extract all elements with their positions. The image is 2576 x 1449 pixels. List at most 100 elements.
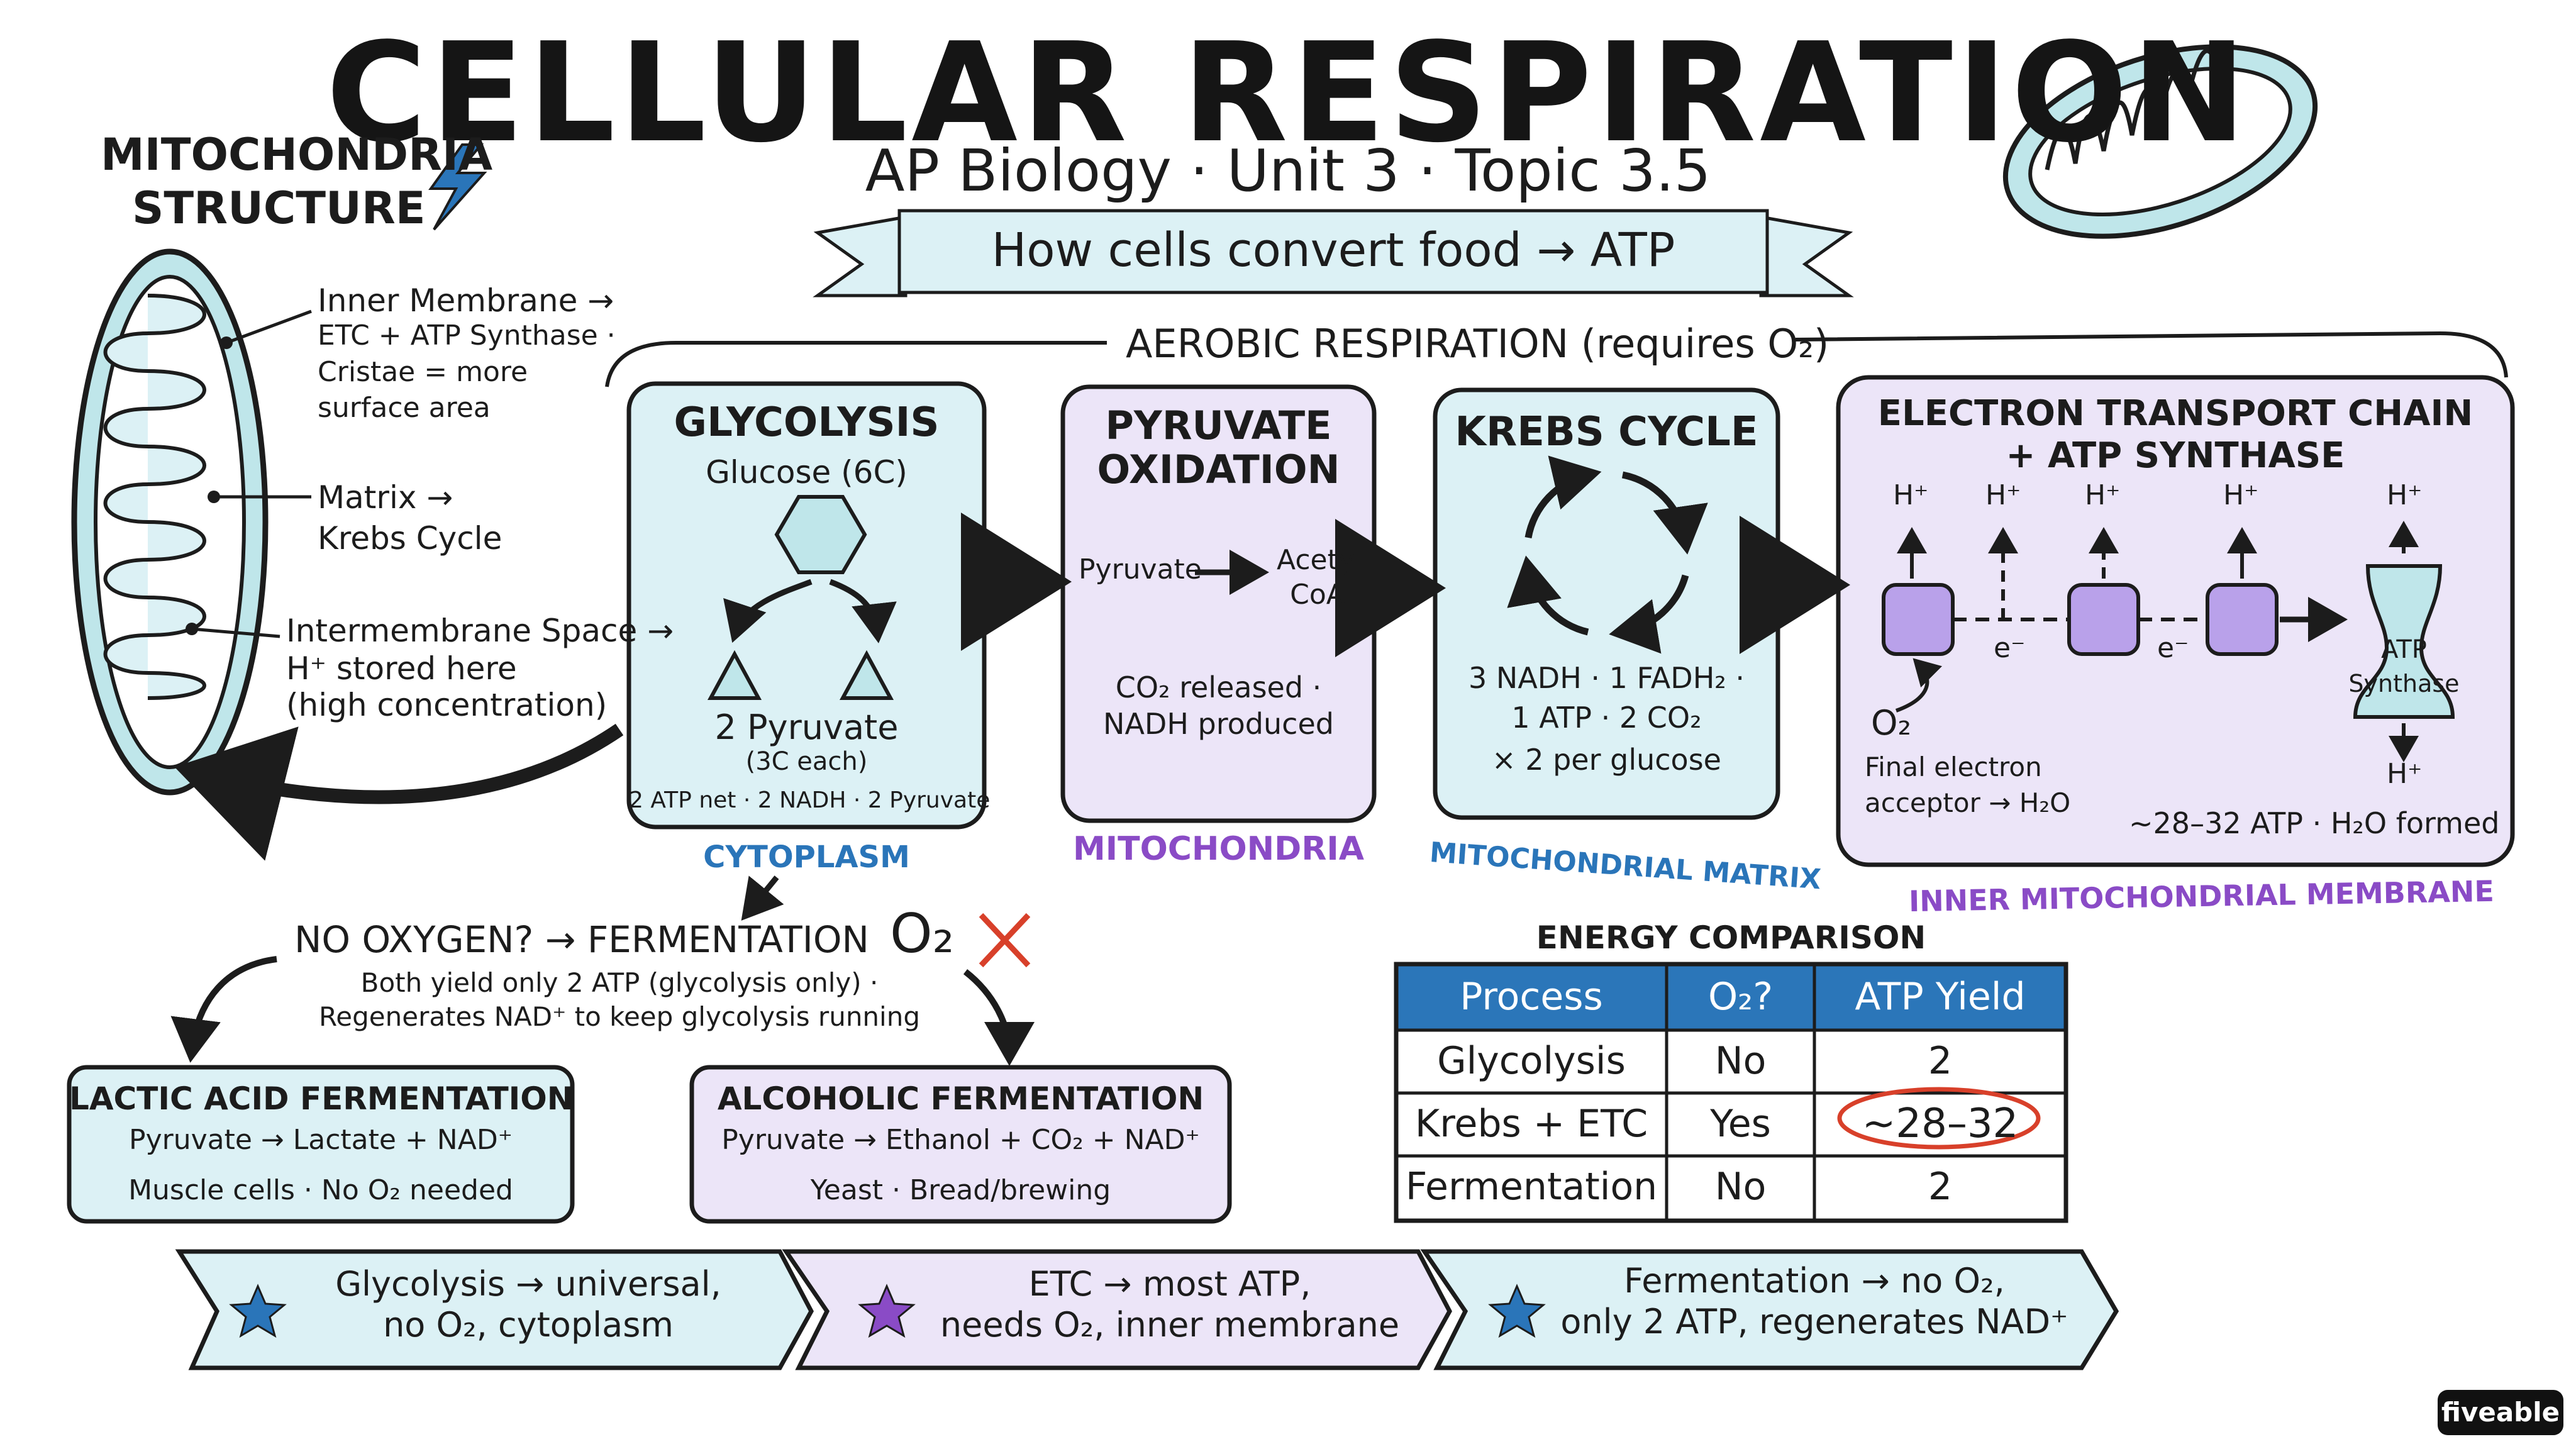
lactic-note: Muscle cells · No O₂ needed (128, 1174, 513, 1206)
oxidation-note-1: CO₂ released · (1115, 670, 1322, 704)
glycolysis-molecules (707, 495, 897, 700)
proton-label: H⁺ (1893, 479, 1929, 511)
arrow-to-mitochondrion (174, 723, 624, 861)
mitochondria-label: MITOCHONDRIA (1073, 830, 1364, 868)
proton-label: H⁺ (2223, 479, 2259, 511)
summary-ribbon-2 (782, 1249, 1452, 1370)
table-cell: No (1714, 1165, 1767, 1209)
table-header-o2: O₂? (1707, 975, 1774, 1019)
o2-crossed-label: O₂ (890, 902, 955, 965)
acceptor-line-1: Final electron (1865, 752, 2042, 782)
mito-title-line2: STRUCTURE (132, 182, 426, 234)
arrow-to-alcoholic (963, 969, 1035, 1066)
lactic-equation: Pyruvate → Lactate + NAD⁺ (129, 1124, 513, 1156)
acetyl-label: Acetyl (1277, 544, 1363, 576)
etc-title-1: ELECTRON TRANSPORT CHAIN (1877, 393, 2473, 434)
matrix-line2: Krebs Cycle (318, 520, 502, 557)
lightning-icon (428, 143, 487, 231)
krebs-title: KREBS CYCLE (1455, 409, 1758, 455)
matrix-label: Matrix → (318, 479, 453, 516)
krebs-line-1: 3 NADH · 1 FADH₂ · (1468, 661, 1745, 695)
summary-1-line-1: Glycolysis → universal, (335, 1264, 721, 1304)
table-cell: Glycolysis (1437, 1039, 1626, 1083)
table-cell-highlight: ~28–32 (1862, 1101, 2019, 1147)
inner-membrane-line4: surface area (318, 392, 491, 424)
lactic-fermentation-box (67, 1065, 575, 1224)
pyruvate-count-label: 2 Pyruvate (714, 708, 899, 747)
star-icon (858, 1284, 916, 1338)
banner-ribbon (813, 209, 1854, 297)
banner-text: How cells convert food → ATP (991, 223, 1675, 277)
summary-3-line-1: Fermentation → no O₂, (1624, 1261, 2005, 1301)
atp-synthase-label-1: ATP (2381, 635, 2427, 664)
table-cell: No (1714, 1039, 1767, 1083)
fermentation-heading: NO OXYGEN? → FERMENTATION (294, 918, 869, 961)
krebs-line-2: 1 ATP · 2 CO₂ (1511, 701, 1702, 735)
etc-yield-label: ~28–32 ATP · H₂O formed (2129, 806, 2500, 840)
alcoholic-equation: Pyruvate → Ethanol + CO₂ + NAD⁺ (721, 1124, 1200, 1156)
energy-table-title: ENERGY COMPARISON (1536, 919, 1926, 956)
proton-label: H⁺ (2387, 758, 2423, 790)
inner-membrane-line2: ETC + ATP Synthase · (318, 319, 616, 352)
table-header-atp: ATP Yield (1855, 975, 2026, 1019)
table-cell: Fermentation (1405, 1165, 1658, 1209)
star-icon (229, 1284, 287, 1338)
mitochondria-structure-illustration (71, 248, 312, 796)
alcoholic-fermentation-box (689, 1065, 1232, 1224)
glycolysis-net-label: 2 ATP net · 2 NADH · 2 Pyruvate (629, 787, 991, 813)
etc-title-2: + ATP SYNTHASE (2006, 435, 2345, 476)
summary-ribbon-1 (175, 1249, 814, 1370)
inner-membrane-line3: Cristae = more (318, 356, 528, 388)
krebs-cycle-icon (1507, 455, 1708, 654)
table-cell: 2 (1928, 1039, 1953, 1083)
mitochondrion-icon (2002, 44, 2318, 239)
intermembrane-label: Intermembrane Space → (286, 613, 674, 649)
electron-label: e⁻ (2157, 632, 2189, 664)
brand-logo: fiveable (2438, 1390, 2563, 1435)
acceptor-line-2: acceptor → H₂O (1865, 787, 2071, 818)
lactic-title: LACTIC ACID FERMENTATION (69, 1080, 574, 1117)
aerobic-bracket (605, 331, 2508, 387)
star-icon (1488, 1284, 1546, 1338)
table-cell: 2 (1928, 1165, 1953, 1209)
cytoplasm-label: CYTOPLASM (703, 840, 910, 875)
summary-2-line-2: needs O₂, inner membrane (940, 1305, 1400, 1345)
fermentation-note-1: Both yield only 2 ATP (glycolysis only) … (360, 967, 879, 998)
proton-label: H⁺ (2387, 479, 2423, 511)
summary-ribbon-3 (1420, 1249, 2119, 1370)
page-subtitle: AP Biology · Unit 3 · Topic 3.5 (865, 137, 1711, 204)
arrow-to-fermentation (741, 875, 784, 921)
page-title: CELLULAR RESPIRATION (326, 14, 2250, 173)
energy-table-grid (1394, 962, 2068, 1223)
pyruvate-input-label: Pyruvate (1079, 553, 1202, 586)
no-oxygen-cross-icon (979, 913, 1031, 968)
etc-chain (1882, 521, 2455, 762)
electron-label: e⁻ (1994, 632, 2026, 664)
summary-2-line-1: ETC → most ATP, (1028, 1264, 1311, 1304)
summary-1-line-2: no O₂, cytoplasm (383, 1305, 674, 1345)
alcoholic-note: Yeast · Bread/brewing (810, 1174, 1111, 1206)
aerobic-label: AEROBIC RESPIRATION (requires O₂) (1126, 321, 1829, 367)
arrow-to-lactic (170, 956, 277, 1063)
intermembrane-line3: (high concentration) (286, 687, 608, 723)
summary-3-line-2: only 2 ATP, regenerates NAD⁺ (1560, 1302, 2068, 1341)
o2-acceptor-label: O₂ (1871, 703, 1912, 743)
table-cell: Krebs + ETC (1414, 1102, 1648, 1146)
pyruvate-oxidation-title-2: OXIDATION (1097, 447, 1340, 492)
oxidation-note-2: NADH produced (1103, 707, 1334, 741)
atp-synthase-label-2: Synthase (2348, 670, 2460, 697)
coa-label: CoA (1290, 579, 1345, 611)
pyruvate-oxidation-title-1: PYRUVATE (1105, 402, 1332, 448)
proton-label: H⁺ (2085, 479, 2121, 511)
fermentation-note-2: Regenerates NAD⁺ to keep glycolysis runn… (318, 1001, 921, 1032)
inner-membrane-label: Inner Membrane → (318, 282, 614, 319)
table-header-process: Process (1460, 975, 1603, 1019)
proton-label: H⁺ (1985, 479, 2021, 511)
glucose-label: Glucose (6C) (706, 454, 908, 491)
glycolysis-title: GLYCOLYSIS (674, 399, 940, 446)
krebs-line-3: × 2 per glucose (1492, 743, 1721, 777)
mito-title-line1: MITOCHONDRIA (101, 129, 493, 180)
pyruvate-each-label: (3C each) (745, 747, 868, 776)
